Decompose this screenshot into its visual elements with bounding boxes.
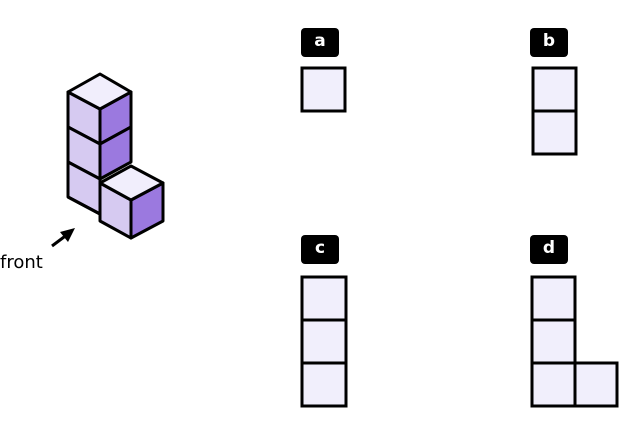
arrow-icon xyxy=(51,228,75,248)
cube-face xyxy=(98,125,133,181)
view-grids xyxy=(300,66,619,408)
option-label-b: b xyxy=(530,28,568,57)
grid-square xyxy=(530,275,577,322)
grid-square xyxy=(530,361,577,408)
grid-square xyxy=(300,275,348,322)
grid-square xyxy=(531,109,578,156)
grid-square xyxy=(531,66,578,113)
grid-square xyxy=(300,318,348,365)
front-label: front xyxy=(0,252,43,273)
grid-square xyxy=(300,66,347,113)
option-label-d: d xyxy=(530,235,568,264)
grid-square xyxy=(300,361,348,408)
isometric-cube-model xyxy=(66,72,165,240)
option-label-c: c xyxy=(301,235,339,264)
cube-face xyxy=(66,72,133,111)
grid-square xyxy=(530,318,577,365)
grid-square xyxy=(573,361,619,408)
cube-face xyxy=(98,164,165,202)
option-label-a: a xyxy=(301,28,339,57)
